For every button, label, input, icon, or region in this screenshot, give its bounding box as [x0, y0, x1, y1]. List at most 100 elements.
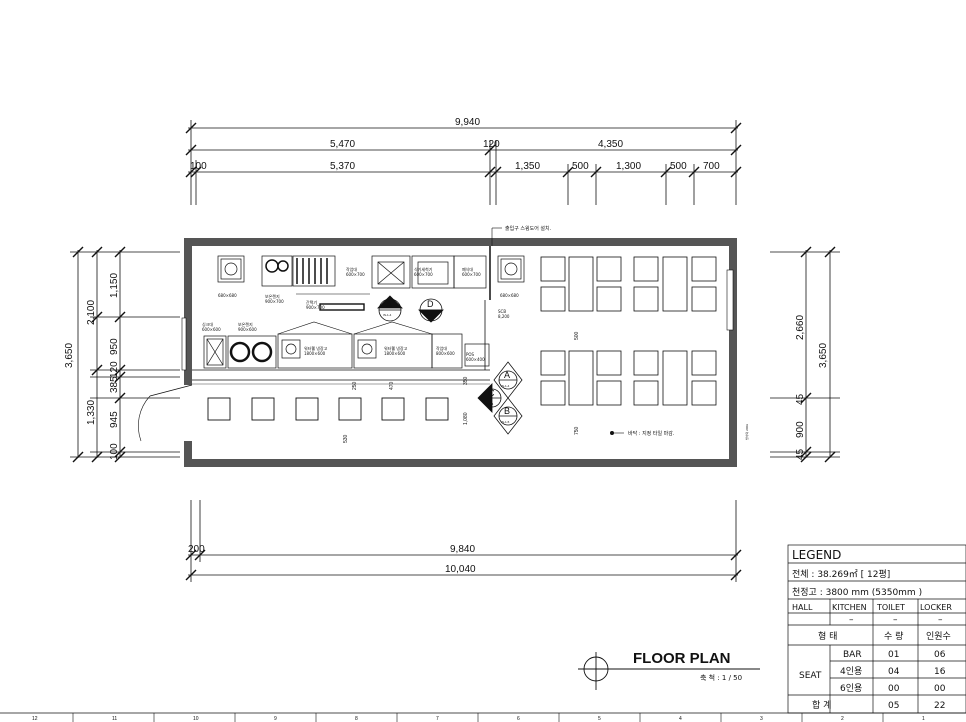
legend-total-qty: 05: [888, 701, 899, 711]
dim-right-lower-a: 900: [795, 421, 806, 438]
bar-stools: [207, 397, 449, 421]
tag-b-letter: B: [504, 406, 510, 416]
ruler-label-4: 4: [679, 716, 682, 722]
kitchen-equipment: [203, 255, 525, 369]
ruler-label-12: 12: [32, 716, 38, 722]
tag-a2-code: IN-1-4: [501, 384, 510, 388]
section-tag-d-kitchen: [418, 298, 444, 323]
tag-a-code: IN-1-4: [383, 313, 392, 317]
hall-tables: [540, 256, 717, 406]
dim-top-total: 9,940: [455, 117, 480, 128]
legend-title: LEGEND: [792, 548, 841, 562]
legend-zone-locker: LOCKER: [920, 603, 952, 612]
legend-total-people: 22: [934, 701, 945, 711]
plan-title: FLOOR PLAN: [633, 650, 731, 667]
table-group-4: [633, 350, 717, 406]
ruler-label-7: 7: [436, 716, 439, 722]
dim-top-mid: 120: [483, 139, 500, 150]
dim-left-mid-b: 385: [109, 376, 120, 393]
dim-sub-r4: 500: [670, 161, 687, 172]
section-tag-c-hall: [477, 383, 502, 413]
dim-interior-2: 250: [352, 381, 358, 390]
dim-sub-r1: 1,350: [515, 161, 540, 172]
section-tag-a-kitchen: [377, 295, 403, 322]
legend-header-type: 형 태: [818, 631, 837, 642]
note-floor: 바닥 : 지정 타일 마감.: [628, 430, 675, 437]
legend-zone-toilet: TOILET: [876, 603, 905, 612]
dim-top-right: 4,350: [598, 139, 623, 150]
dim-sub-r3: 1,300: [616, 161, 641, 172]
tag-d-code: IN-1-4: [424, 313, 433, 317]
ruler-label-2: 2: [841, 716, 844, 722]
note-exhaust: 출입구 스윙도어 설치.: [505, 225, 552, 232]
legend-header-qty: 수 량: [884, 630, 903, 642]
legend-ceiling: 천정고 : 3800 mm (5350mm ): [792, 587, 922, 598]
legend-header-people: 인원수: [926, 631, 951, 642]
legend-row-1-people: 06: [934, 650, 946, 660]
dim-left-upper-a: 1,150: [109, 273, 120, 298]
dim-interior-7: 750: [574, 426, 580, 435]
legend-zone-hall: HALL: [792, 603, 813, 612]
legend-total-label: 합 계: [812, 699, 831, 711]
legend-row-3-people: 00: [934, 684, 946, 694]
note-window: 방수턱 200H: [744, 424, 749, 440]
plan-scale: 축 척 : 1 / 50: [700, 673, 742, 682]
table-group-1: [540, 256, 622, 312]
dim-sub-left-a: 100: [190, 161, 207, 172]
legend-row-2-qty: 04: [888, 667, 900, 677]
dim-sub-left-b: 5,370: [330, 161, 355, 172]
dim-left-lower: 1,330: [86, 400, 97, 425]
table-group-3: [540, 350, 622, 406]
equipment-label-1: 680×680: [218, 293, 237, 298]
ruler-label-11: 11: [112, 716, 117, 722]
ruler-label-5: 5: [598, 716, 601, 722]
dim-sub-r5: 700: [703, 161, 720, 172]
legend-zone-value-toilet: –: [893, 615, 898, 625]
legend-row-3-type: 6인용: [840, 683, 862, 694]
ruler-label-3: 3: [760, 716, 763, 722]
dim-left-total: 3,650: [64, 343, 75, 368]
ruler-label-10: 10: [193, 716, 199, 722]
table-group-2: [633, 256, 717, 312]
legend-seat-label: SEAT: [799, 671, 822, 681]
tag-c-letter: C: [488, 388, 495, 398]
legend-row-1-qty: 01: [888, 650, 899, 660]
dim-bottom-total: 10,040: [445, 564, 476, 575]
tag-b-code: IN-1-5: [501, 420, 510, 424]
ruler-label-9: 9: [274, 716, 277, 722]
legend-zone-value-kitchen: –: [849, 615, 854, 625]
legend-zone-kitchen: KITCHEN: [832, 603, 867, 612]
dim-left-upper: 2,100: [86, 300, 97, 325]
section-tag-a-hall: [493, 361, 523, 399]
dim-interior-4: 350: [463, 376, 469, 385]
dim-right-lower-c: 45: [795, 448, 806, 460]
dim-left-upper-b: 950: [109, 338, 120, 355]
dim-right-lower-b: 45: [795, 393, 806, 405]
dim-sub-r2: 500: [572, 161, 589, 172]
legend-area: 전체 : 38.269㎡ [ 12평]: [792, 569, 890, 580]
dim-right-upper: 2,660: [795, 315, 806, 340]
tag-a2-letter: A: [504, 370, 510, 380]
dim-bottom-b: 9,840: [450, 544, 475, 555]
legend-row-1-type: BAR: [843, 650, 862, 660]
dim-bottom-a: 200: [188, 544, 205, 555]
ruler-label-8: 8: [355, 716, 358, 722]
dim-interior-3: 470: [389, 381, 395, 390]
legend-zone-value-locker: –: [938, 615, 943, 625]
dim-left-mid-a: 120: [109, 361, 120, 378]
dim-left-lower-b: 100: [109, 443, 120, 460]
dim-left-lower-a: 945: [109, 411, 120, 428]
legend-row-3-qty: 00: [888, 684, 900, 694]
ruler-label-6: 6: [517, 716, 520, 722]
